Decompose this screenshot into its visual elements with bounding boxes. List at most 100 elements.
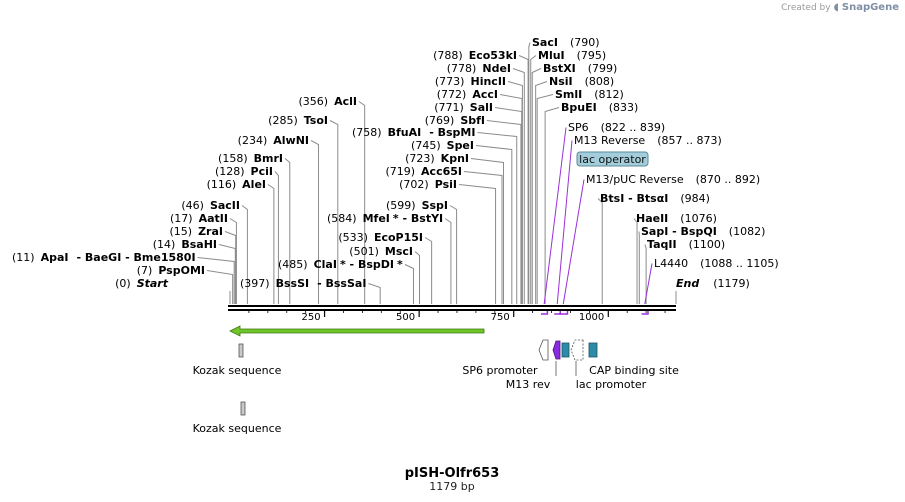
primer-leader-lines bbox=[543, 127, 653, 305]
site-leader-apai bbox=[197, 257, 235, 304]
lac-operator-box[interactable]: lac operator bbox=[576, 151, 649, 167]
feature-label-lac-promoter[interactable]: lac promoter bbox=[576, 378, 647, 391]
site-label-bstxi[interactable]: BstXI(799) bbox=[543, 62, 617, 75]
backbone-bottom-line bbox=[228, 309, 676, 311]
lac-promoter-arrow[interactable] bbox=[570, 339, 584, 361]
ruler-label-250: 250 bbox=[301, 312, 320, 323]
site-label-saci[interactable]: SacI(790) bbox=[532, 36, 600, 49]
site-label-ndei[interactable]: (778)NdeI bbox=[447, 62, 511, 75]
site-label-pspomi[interactable]: (7)PspOMI bbox=[137, 264, 205, 277]
site-label-apai[interactable]: (11)ApaI- BaeGI - Bme1580I bbox=[12, 251, 196, 264]
feature-label-cap-binding-site[interactable]: CAP binding site bbox=[589, 364, 679, 377]
site-label-end[interactable]: End(1179) bbox=[676, 277, 750, 290]
site-label-spei[interactable]: (745)SpeI bbox=[411, 139, 474, 152]
m13-rev-arrow[interactable] bbox=[552, 340, 561, 360]
site-leader-hincii bbox=[507, 81, 523, 304]
site-leader-ndei bbox=[512, 68, 525, 304]
feature-label-kozak-1[interactable]: Kozak sequence bbox=[193, 364, 282, 377]
feature-label-sp6-promoter[interactable]: SP6 promoter bbox=[462, 364, 538, 377]
site-label-zrai[interactable]: (15)ZraI bbox=[169, 225, 223, 238]
site-label-kpni[interactable]: (723)KpnI bbox=[405, 152, 469, 165]
site-leader-smli bbox=[536, 94, 554, 304]
site-label-eco53ki[interactable]: (788)Eco53kI bbox=[433, 49, 517, 62]
site-label-taqii[interactable]: TaqII(1100) bbox=[647, 238, 725, 251]
site-label-btsi[interactable]: BtsI - BtsαI(984) bbox=[600, 192, 710, 205]
site-label-hincii[interactable]: (773)HincII bbox=[435, 75, 506, 88]
site-label-alwni[interactable]: (234)AlwNI bbox=[238, 134, 309, 147]
site-label-bpuei[interactable]: BpuEI(833) bbox=[561, 101, 638, 114]
site-label-alei[interactable]: (116)AleI bbox=[207, 178, 266, 191]
site-label-sali[interactable]: (771)SalI bbox=[434, 101, 493, 114]
site-label-acci[interactable]: (772)AccI bbox=[437, 88, 498, 101]
site-label-bsahi[interactable]: (14)BsaHI bbox=[153, 238, 217, 251]
site-label-sapi[interactable]: SapI - BspQI(1082) bbox=[641, 225, 765, 238]
primer-label-l4440[interactable]: L4440(1088 .. 1105) bbox=[654, 257, 779, 270]
primer-mark-1[interactable] bbox=[540, 311, 549, 315]
lac-operator-feature[interactable] bbox=[561, 342, 570, 358]
site-leader-mfei bbox=[444, 218, 452, 304]
site-leader-sbfi bbox=[486, 120, 522, 304]
watermark-created-by: Created by bbox=[781, 2, 831, 13]
site-label-psii[interactable]: (702)PsiI bbox=[399, 178, 457, 191]
plasmid-length: 1179 bp bbox=[429, 480, 474, 493]
primer-label-m13-reverse[interactable]: M13 Reverse(857 .. 873) bbox=[574, 134, 722, 147]
site-leader-bstxi bbox=[531, 68, 542, 304]
site-leader-saci bbox=[528, 42, 531, 304]
restriction-site-labels: (0)Start (7)PspOMI (11)ApaI- BaeGI - Bme… bbox=[12, 36, 765, 290]
orf-arrow[interactable] bbox=[229, 325, 485, 337]
lac-operator-label: lac operator bbox=[579, 153, 646, 166]
watermark-brand: SnapGene bbox=[841, 2, 899, 13]
primer-label-m13-puc-reverse[interactable]: M13/pUC Reverse(870 .. 892) bbox=[586, 173, 760, 186]
site-label-start[interactable]: (0)Start bbox=[115, 277, 169, 290]
site-label-haeii[interactable]: HaeII(1076) bbox=[636, 212, 717, 225]
site-label-tsoi[interactable]: (285)TsoI bbox=[268, 114, 328, 127]
orf-arrow-shape bbox=[229, 325, 485, 337]
site-label-sacii[interactable]: (46)SacII bbox=[181, 199, 240, 212]
sp6-promoter-arrow[interactable] bbox=[538, 339, 549, 361]
site-label-aatii[interactable]: (17)AatII bbox=[170, 212, 228, 225]
site-leader-btsi bbox=[597, 198, 603, 304]
feature-label-kozak-2[interactable]: Kozak sequence bbox=[193, 422, 282, 435]
site-label-acli[interactable]: (356)AclI bbox=[299, 95, 358, 108]
cap-binding-site-box[interactable] bbox=[588, 342, 598, 358]
site-leader-haeii bbox=[633, 218, 638, 304]
snapgene-logo-icon: ◖ bbox=[833, 2, 839, 13]
site-label-acc65i[interactable]: (719)Acc65I bbox=[385, 165, 462, 178]
site-leader-acli bbox=[358, 101, 366, 304]
lac-operator-rect bbox=[576, 151, 649, 167]
site-label-smli[interactable]: SmlI(812) bbox=[555, 88, 624, 101]
site-leader-msci bbox=[414, 251, 421, 304]
primer-leader-2 bbox=[556, 140, 573, 305]
site-label-bfuai[interactable]: (758)BfuAI- BspMI bbox=[352, 126, 475, 139]
site-label-nsii[interactable]: NsiI(808) bbox=[549, 75, 614, 88]
site-leader-eco53ki bbox=[518, 55, 529, 304]
feature-label-m13-rev[interactable]: M13 rev bbox=[506, 378, 551, 391]
site-label-bsssi[interactable]: (397)BssSI- BssSaI bbox=[240, 277, 366, 290]
site-label-clai[interactable]: (485)ClaI* - BspDI* bbox=[278, 258, 403, 271]
snapgene-watermark: Created by ◖ SnapGene bbox=[781, 2, 899, 13]
site-label-pcii[interactable]: (128)PciI bbox=[215, 165, 273, 178]
site-leader-spei bbox=[475, 145, 513, 304]
site-leader-sspi bbox=[449, 205, 458, 304]
primer-leader-4 bbox=[644, 263, 653, 305]
site-label-mlui[interactable]: MluI(795) bbox=[538, 49, 606, 62]
primer-label-sp6[interactable]: SP6(822 .. 839) bbox=[568, 121, 665, 134]
kozak-sequence-box-2[interactable] bbox=[240, 401, 246, 416]
primer-leader-3 bbox=[562, 179, 585, 305]
primer-mark-4[interactable] bbox=[641, 311, 649, 315]
site-label-mfei[interactable]: (584)MfeI* - BstYI bbox=[327, 212, 443, 225]
site-label-ecop15i[interactable]: (533)EcoP15I bbox=[338, 231, 423, 244]
ruler-label-500: 500 bbox=[396, 312, 415, 323]
site-leader-lines bbox=[197, 42, 677, 304]
site-label-bmri[interactable]: (158)BmrI bbox=[218, 152, 283, 165]
kozak-sequence-box-1[interactable] bbox=[238, 343, 244, 358]
site-label-sspi[interactable]: (599)SspI bbox=[386, 199, 448, 212]
primer-mark-3[interactable] bbox=[559, 311, 569, 315]
site-leader-sali bbox=[494, 107, 523, 304]
primer-binding-marks bbox=[540, 311, 649, 315]
ruler-label-750: 750 bbox=[491, 312, 510, 323]
site-label-sbfi[interactable]: (769)SbfI bbox=[425, 114, 485, 127]
site-leader-pspomi bbox=[206, 270, 234, 304]
site-label-msci[interactable]: (501)MscI bbox=[349, 245, 413, 258]
